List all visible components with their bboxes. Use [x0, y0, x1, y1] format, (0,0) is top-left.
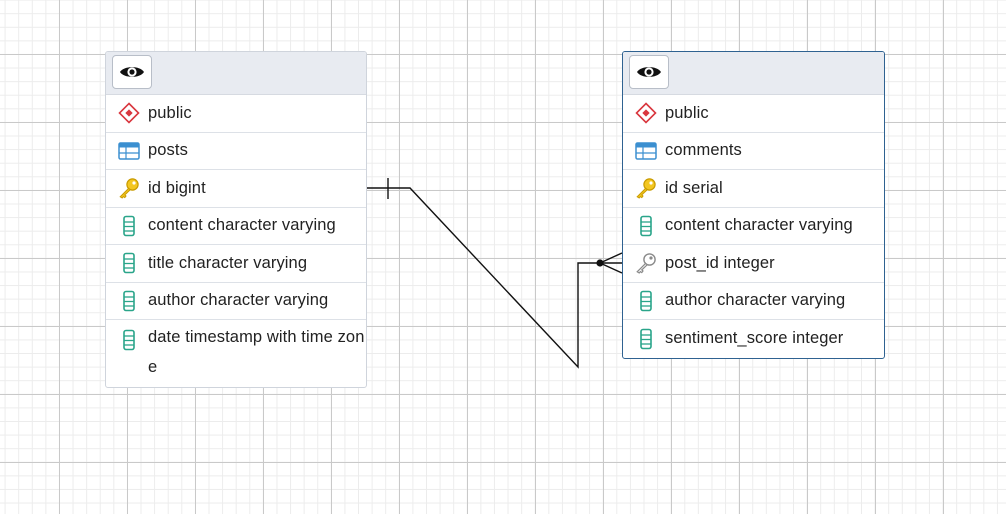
column-row-sentiment-score[interactable]: sentiment_score integer [623, 320, 884, 358]
view-details-button[interactable] [112, 55, 152, 89]
table-icon [118, 140, 140, 162]
schema-icon [118, 102, 140, 124]
column-icon [118, 215, 140, 237]
schema-name: public [665, 103, 709, 122]
schema-name: public [148, 103, 192, 122]
many-cardinality-marker [599, 262, 623, 274]
table-node-posts[interactable]: public posts id bigint content character… [105, 51, 367, 388]
column-icon [635, 215, 657, 237]
eye-icon [120, 67, 144, 77]
many-cardinality-dot [596, 259, 604, 267]
column-label: content character varying [148, 216, 336, 235]
column-row-author[interactable]: author character varying [106, 283, 366, 320]
schema-row[interactable]: public [106, 95, 366, 133]
column-row-content[interactable]: content character varying [623, 208, 884, 245]
column-row-date[interactable]: date timestamp with time zone [106, 320, 366, 387]
column-icon [118, 329, 140, 351]
table-name: comments [665, 141, 742, 160]
primary-key-icon [635, 177, 657, 199]
schema-icon [635, 102, 657, 124]
column-row-id[interactable]: id bigint [106, 170, 366, 208]
column-label: id bigint [148, 178, 206, 197]
column-label: title character varying [148, 253, 308, 272]
many-cardinality-marker [599, 252, 623, 264]
column-label: author character varying [148, 291, 329, 310]
table-name: posts [148, 141, 188, 160]
column-icon [635, 290, 657, 312]
link-path [367, 187, 600, 369]
eye-icon [637, 67, 661, 77]
primary-key-icon [118, 177, 140, 199]
foreign-key-icon [635, 252, 657, 275]
column-label: post_id integer [665, 253, 775, 272]
column-row-post-id[interactable]: post_id integer [623, 245, 884, 283]
view-details-button[interactable] [629, 55, 669, 89]
column-icon [635, 328, 657, 350]
column-row-author[interactable]: author character varying [623, 283, 884, 320]
table-icon [635, 140, 657, 162]
column-label: date timestamp with time zone [148, 328, 365, 376]
column-label: id serial [665, 178, 723, 197]
column-row-id[interactable]: id serial [623, 170, 884, 208]
schema-row[interactable]: public [623, 95, 884, 133]
column-label: content character varying [665, 216, 853, 235]
table-name-row[interactable]: comments [623, 133, 884, 170]
column-icon [118, 252, 140, 274]
column-row-title[interactable]: title character varying [106, 245, 366, 283]
column-row-content[interactable]: content character varying [106, 208, 366, 245]
table-header [106, 52, 366, 95]
table-header [623, 52, 884, 95]
table-name-row[interactable]: posts [106, 133, 366, 170]
column-label: author character varying [665, 291, 846, 310]
column-icon [118, 290, 140, 312]
column-label: sentiment_score integer [665, 329, 844, 348]
table-node-comments[interactable]: public comments id serial content charac… [622, 51, 885, 359]
